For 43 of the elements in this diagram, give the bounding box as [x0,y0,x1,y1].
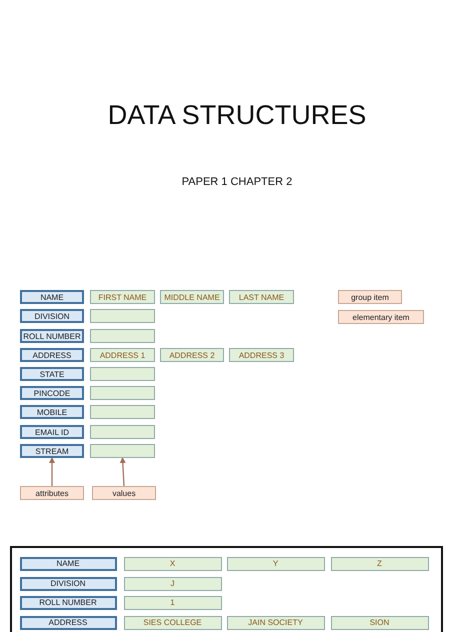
value-box [90,309,155,323]
attribute-box: EMAIL ID [20,425,84,439]
attribute-box: STREAM [20,444,84,458]
value-box: J [124,576,222,590]
value-box: SION [330,616,428,630]
value-box: JAIN SOCIETY [226,616,324,630]
attribute-box: DIVISION [20,309,84,323]
title: DATA STRUCTURES [106,100,368,131]
value-box [90,367,155,381]
attribute-box: ADDRESS [20,348,84,362]
value-box: MIDDLE NAME [160,290,224,304]
tag-box: group item [338,290,402,304]
arrow [49,457,55,486]
attribute-box: PINCODE [20,386,84,400]
value-box: X [124,556,222,570]
value-box: FIRST NAME [90,290,155,304]
attribute-box: ADDRESS [20,616,116,630]
tag-box: attributes [20,486,84,500]
tag-box: elementary item [338,310,424,324]
subtitle: PAPER 1 CHAPTER 2 [180,176,294,188]
attribute-box: ROLL NUMBER [20,596,116,610]
attribute-box: STATE [20,367,84,381]
attribute-box: ROLL NUMBER [20,329,84,343]
value-box: ADDRESS 3 [229,348,294,362]
value-box: Z [330,556,428,570]
value-box: 1 [124,596,222,610]
attribute-box: NAME [20,556,116,570]
arrow [120,457,126,486]
attribute-box: DIVISION [20,576,116,590]
table-frame [10,546,443,632]
value-box [90,425,155,439]
value-box [90,444,155,458]
attribute-box: NAME [20,290,84,304]
value-box: Y [226,556,324,570]
value-box: ADDRESS 2 [160,348,224,362]
value-box [90,329,155,343]
tag-box: values [92,486,156,500]
value-box: ADDRESS 1 [90,348,155,362]
value-box: LAST NAME [229,290,294,304]
value-box [90,386,155,400]
value-box: SIES COLLEGE [124,616,222,630]
value-box [90,405,155,419]
attribute-box: MOBILE [20,405,84,419]
